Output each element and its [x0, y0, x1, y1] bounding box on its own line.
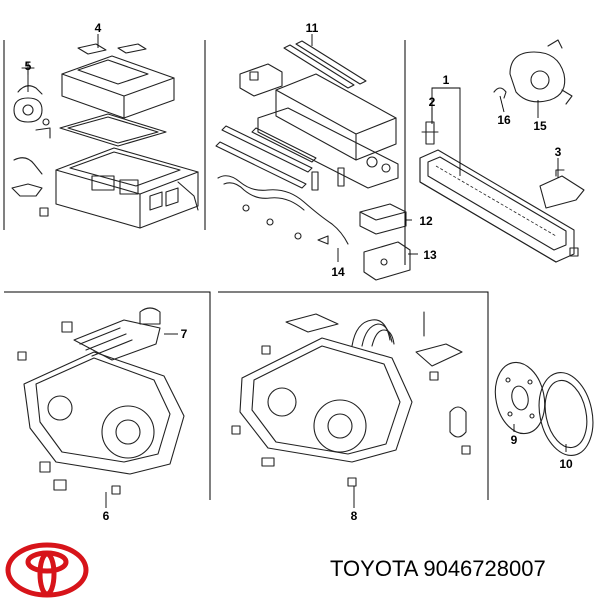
callout-5: 5 — [25, 59, 32, 73]
motor-housing-drawing — [231, 311, 471, 487]
part-caption: TOYOTA 9046728007 — [330, 556, 592, 582]
callout-16: 16 — [497, 113, 511, 127]
part-number: 9046728007 — [423, 556, 546, 581]
brand-name: TOYOTA — [330, 556, 418, 581]
drive-plates-drawing — [494, 361, 594, 456]
callout-8: 8 — [351, 509, 358, 523]
cover-plates-drawing — [359, 203, 411, 281]
callout-13: 13 — [423, 248, 437, 262]
callout-7: 7 — [181, 327, 188, 341]
leader-lines — [27, 34, 567, 508]
toyota-logo-mark — [5, 542, 89, 598]
callout-9: 9 — [511, 433, 518, 447]
callout-12: 12 — [419, 214, 433, 228]
battery-assembly-drawing — [215, 40, 399, 245]
callout-3: 3 — [555, 145, 562, 159]
callout-2: 2 — [429, 95, 436, 109]
callout-14: 14 — [331, 265, 345, 279]
toyota-logo — [5, 542, 89, 598]
transaxle-housing-drawing — [17, 307, 185, 495]
callout-4: 4 — [95, 21, 102, 35]
callout-11: 11 — [306, 21, 319, 35]
inverter-assembly-drawing — [11, 43, 199, 229]
callout-10: 10 — [559, 457, 573, 471]
callout-1: 1 — [443, 73, 450, 87]
panel-dividers — [3, 40, 489, 500]
callout-15: 15 — [533, 119, 547, 133]
callout-6: 6 — [103, 509, 110, 523]
callout-numbers: 4 11 1 2 5 16 15 3 12 13 14 7 6 8 9 10 — [25, 21, 573, 523]
